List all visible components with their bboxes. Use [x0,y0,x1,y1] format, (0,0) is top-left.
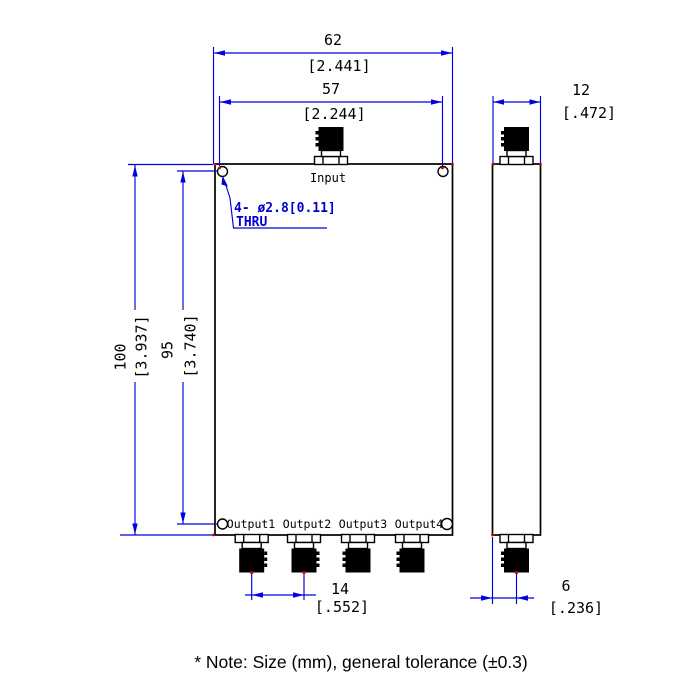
dim-body-depth: 12 [.472] [492,81,616,164]
output-connector-1 [234,533,269,574]
dim-output-pitch-mm: 14 [331,580,349,598]
arrowhead-icon [252,592,263,598]
arrowhead-icon [132,523,138,535]
output-port-label-3: Output3 [339,517,388,531]
dim-output-pitch: 14 [.552] [245,574,369,616]
output-port-label-2: Output2 [283,517,331,531]
dim-connector-offset: 6 [.236] [470,537,603,617]
arrowhead-icon [431,99,442,105]
dim-overall-width: 62 [2.441] [212,31,454,164]
hole-callout-line2: THRU [236,215,267,230]
dim-connector-offset-inch: [.236] [549,599,603,617]
input-port-label: Input [310,171,346,185]
front-view-body [214,163,454,536]
dim-hole-span-width: 57 [2.244] [218,80,444,166]
dim-overall-height: 100 [3.937] [111,163,213,536]
leader-line [223,180,327,229]
hole-callout: 4- ø2.8[0.11] THRU [221,175,336,230]
arrowhead-icon [481,595,492,601]
dim-overall-width-mm: 62 [324,31,342,49]
tolerance-note: * Note: Size (mm), general tolerance (±0… [194,652,527,672]
mounting-hole-bottom-right [440,517,454,531]
arrowhead-icon [214,50,225,56]
output-port-label-4: Output4 [395,517,444,531]
arrowhead-icon [180,512,186,524]
dim-hole-span-width-mm: 57 [322,80,340,98]
mounting-hole-bottom-left [216,518,229,530]
dim-hole-span-width-inch: [2.244] [302,105,365,123]
input-connector [313,126,349,166]
dim-body-depth-inch: [.472] [562,104,616,122]
arrowhead-icon [517,595,528,601]
arrowhead-icon [180,171,186,183]
arrowhead-icon [493,99,504,105]
output-connector-4 [394,533,430,574]
side-view-bottom-connector [499,533,534,574]
arrowhead-icon [529,99,540,105]
dim-output-pitch-inch: [.552] [315,598,369,616]
dim-connector-offset-mm: 6 [561,577,570,595]
dim-overall-height-inch: [3.937] [132,315,150,378]
output-connector-3 [340,533,376,574]
output-connector-2 [286,533,322,574]
hole-callout-line1: 4- ø2.8[0.11] [234,201,336,216]
dim-overall-height-mm: 100 [111,343,129,370]
endpoint-markers [212,163,542,575]
side-view-body [491,163,542,536]
dim-hole-span-height-mm: 95 [158,341,176,359]
arrowhead-icon [441,50,452,56]
dim-hole-span-height: 95 [3.740] [158,170,218,525]
mounting-hole-top-right [437,165,449,178]
side-view-top-connector [499,126,534,166]
dim-overall-width-inch: [2.441] [307,57,370,75]
dim-body-depth-mm: 12 [572,81,590,99]
arrowhead-icon [293,592,304,598]
output-port-label-1: Output1 [227,517,276,531]
arrowhead-icon [220,99,231,105]
arrowhead-icon [132,165,138,177]
dim-hole-span-height-inch: [3.740] [181,314,199,377]
